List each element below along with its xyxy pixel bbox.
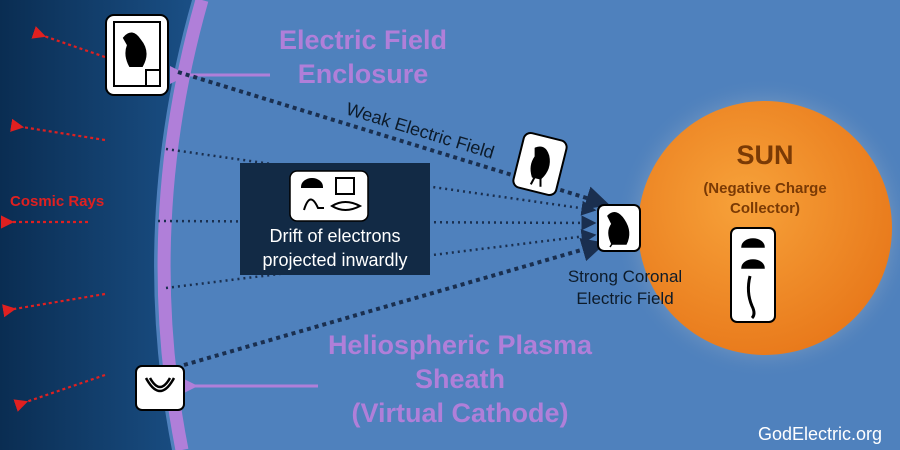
- sun-subtitle: (Negative Charge Collector): [670, 179, 860, 219]
- coronal-label-line2: Electric Field: [576, 289, 674, 308]
- drift-label: Drift of electrons projected inwardly: [240, 224, 430, 272]
- basket-hieroglyph-icon: [144, 377, 176, 393]
- enclosure-label-line2: Enclosure: [297, 59, 429, 89]
- drift-glyph-tile: [289, 170, 369, 222]
- cosmic-ray-arrows: [0, 26, 106, 412]
- sun-subtitle-line2: Collector): [729, 200, 800, 217]
- cosmic-ray-arrow: [13, 373, 106, 412]
- watermark: GodElectric.org: [758, 424, 883, 444]
- drift-label-line1: Drift of electrons: [269, 226, 401, 246]
- sheath-label-line3: (Virtual Cathode): [351, 398, 569, 428]
- sheath-field-line: [183, 238, 606, 367]
- coronal-label-line1: Strong Coronal: [567, 267, 683, 286]
- sun-glyph-tile: [730, 227, 776, 323]
- falcon-hieroglyph-icon: [607, 212, 630, 248]
- sheath-label-line2: Sheath: [414, 364, 506, 394]
- outer-space-region: [0, 0, 192, 450]
- hieroglyph-group-icon: [300, 177, 363, 211]
- weak-field-line: [177, 70, 610, 210]
- cosmic-ray-arrow: [31, 26, 106, 59]
- drift-line: [157, 215, 597, 231]
- vertical-hieroglyph-column-icon: [741, 238, 765, 320]
- bird-hieroglyph-icon: [529, 146, 550, 187]
- drift-label-line2: projected inwardly: [262, 250, 408, 270]
- falcon-in-enclosure-hieroglyph-icon: [113, 21, 161, 87]
- enclosure-label: Electric Field Enclosure: [258, 23, 468, 91]
- enclosure-label-line1: Electric Field: [278, 25, 448, 55]
- cosmic-rays-label: Cosmic Rays: [10, 193, 105, 210]
- sheath-label-line1: Heliospheric Plasma: [327, 330, 593, 360]
- sheath-label: Heliospheric Plasma Sheath (Virtual Cath…: [300, 328, 620, 430]
- sun-subtitle-line1: (Negative Charge: [703, 180, 827, 197]
- cosmic-ray-arrow: [10, 118, 106, 142]
- coronal-label: Strong Coronal Electric Field: [545, 266, 705, 310]
- sun-title: SUN: [736, 140, 794, 170]
